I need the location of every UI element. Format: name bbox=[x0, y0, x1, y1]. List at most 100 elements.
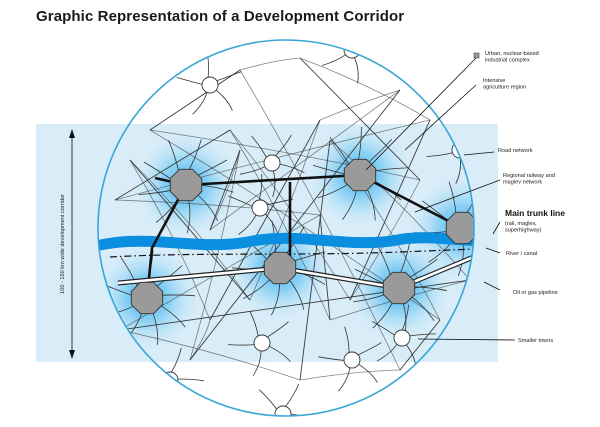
road-segment bbox=[242, 278, 271, 300]
road-segment bbox=[367, 138, 393, 164]
road-segment bbox=[114, 199, 321, 216]
road-segment bbox=[176, 77, 203, 85]
road-segment bbox=[412, 286, 447, 292]
river-dashdot-line bbox=[109, 247, 474, 258]
road-segment bbox=[209, 149, 241, 231]
town-circle bbox=[201, 76, 219, 94]
town-circle bbox=[343, 351, 361, 369]
road-segment bbox=[129, 159, 251, 301]
road-segment bbox=[149, 69, 241, 131]
road-segment bbox=[216, 71, 242, 82]
road-segment bbox=[251, 135, 267, 158]
urban-hub-octagon bbox=[263, 251, 297, 285]
road-segment bbox=[319, 89, 401, 121]
industrial-legend-swatch bbox=[473, 52, 480, 59]
road-segment bbox=[239, 57, 301, 71]
road-segment bbox=[299, 57, 431, 121]
road-segment bbox=[357, 126, 362, 162]
road-segment bbox=[285, 422, 289, 427]
road-segment bbox=[409, 333, 436, 337]
road-segment bbox=[327, 40, 346, 46]
road-segment bbox=[209, 119, 321, 321]
road-segment bbox=[299, 369, 401, 381]
river-canal bbox=[98, 232, 474, 251]
road-segment bbox=[272, 170, 276, 198]
corridor-width-label: 100 - 150 km wide development corridor bbox=[60, 194, 66, 294]
road-segment bbox=[288, 278, 305, 310]
label-river: River / canal bbox=[506, 251, 537, 257]
road-segment bbox=[402, 304, 409, 331]
road-segment bbox=[249, 119, 321, 301]
diagram-title: Graphic Representation of a Development … bbox=[36, 8, 405, 25]
road-segment bbox=[299, 139, 331, 381]
urban-hubs bbox=[130, 158, 474, 315]
urban-hub-octagon bbox=[130, 281, 164, 315]
road-segment bbox=[249, 311, 259, 337]
road-segment bbox=[285, 383, 300, 407]
label-road: Road network bbox=[498, 148, 533, 154]
road-segment bbox=[238, 214, 257, 235]
road-segment bbox=[338, 367, 351, 392]
road-segment bbox=[321, 54, 346, 66]
road-segment bbox=[342, 188, 358, 220]
road-segment bbox=[359, 49, 386, 56]
road-segment bbox=[119, 329, 301, 381]
road-segment bbox=[186, 198, 191, 234]
road-segment bbox=[275, 134, 292, 157]
road-segment bbox=[119, 214, 321, 331]
road-segment bbox=[258, 389, 277, 410]
road-segment bbox=[189, 149, 241, 361]
road-segment bbox=[354, 57, 359, 84]
road-segment bbox=[269, 345, 291, 362]
road-segment bbox=[141, 385, 165, 400]
road-segment bbox=[229, 129, 331, 321]
urban-hub-octagon bbox=[169, 168, 203, 202]
town-circle bbox=[253, 334, 271, 352]
road-segment bbox=[267, 321, 289, 338]
road-segment bbox=[253, 419, 277, 427]
road-segment bbox=[173, 387, 181, 413]
road-segment bbox=[189, 319, 211, 361]
road-segment bbox=[455, 157, 461, 184]
road-segment bbox=[399, 319, 441, 371]
road-segment bbox=[160, 294, 195, 297]
road-segment bbox=[290, 413, 317, 416]
road-segment bbox=[177, 378, 205, 382]
region-circle bbox=[97, 39, 475, 417]
road-segment bbox=[317, 183, 350, 199]
road-segment bbox=[129, 159, 251, 301]
road-segment bbox=[271, 281, 280, 316]
road-segment bbox=[159, 304, 186, 328]
road-segment bbox=[318, 356, 345, 361]
road-segment bbox=[354, 40, 368, 43]
road-segment bbox=[376, 245, 392, 277]
road-segment bbox=[358, 342, 382, 356]
urban-hub-octagon bbox=[445, 211, 474, 245]
road-segment bbox=[252, 350, 262, 377]
road-segment bbox=[209, 89, 401, 231]
corridor-width-arrow bbox=[69, 129, 75, 359]
road-segment bbox=[114, 129, 231, 201]
label-pipeline: Oil or gas pipeline bbox=[513, 290, 558, 296]
road-segment bbox=[299, 57, 421, 181]
road-segment bbox=[188, 139, 202, 172]
road-segment bbox=[292, 251, 326, 262]
road-segment bbox=[319, 214, 331, 321]
town-circle bbox=[393, 329, 411, 347]
label-trunk-sub: (rail, maglev,superhighway) bbox=[505, 221, 542, 233]
road-segment bbox=[239, 69, 401, 371]
urban-hub-octagon bbox=[382, 271, 416, 305]
road-segment bbox=[344, 326, 350, 353]
road-segment bbox=[192, 92, 208, 115]
road-segment bbox=[199, 184, 234, 193]
town-circle bbox=[251, 199, 269, 217]
road-segment bbox=[349, 119, 431, 301]
road-segment bbox=[312, 165, 347, 175]
road-segment bbox=[120, 257, 139, 288]
road-segment bbox=[372, 321, 395, 336]
road-segment bbox=[209, 149, 241, 231]
road-segment bbox=[408, 258, 438, 279]
